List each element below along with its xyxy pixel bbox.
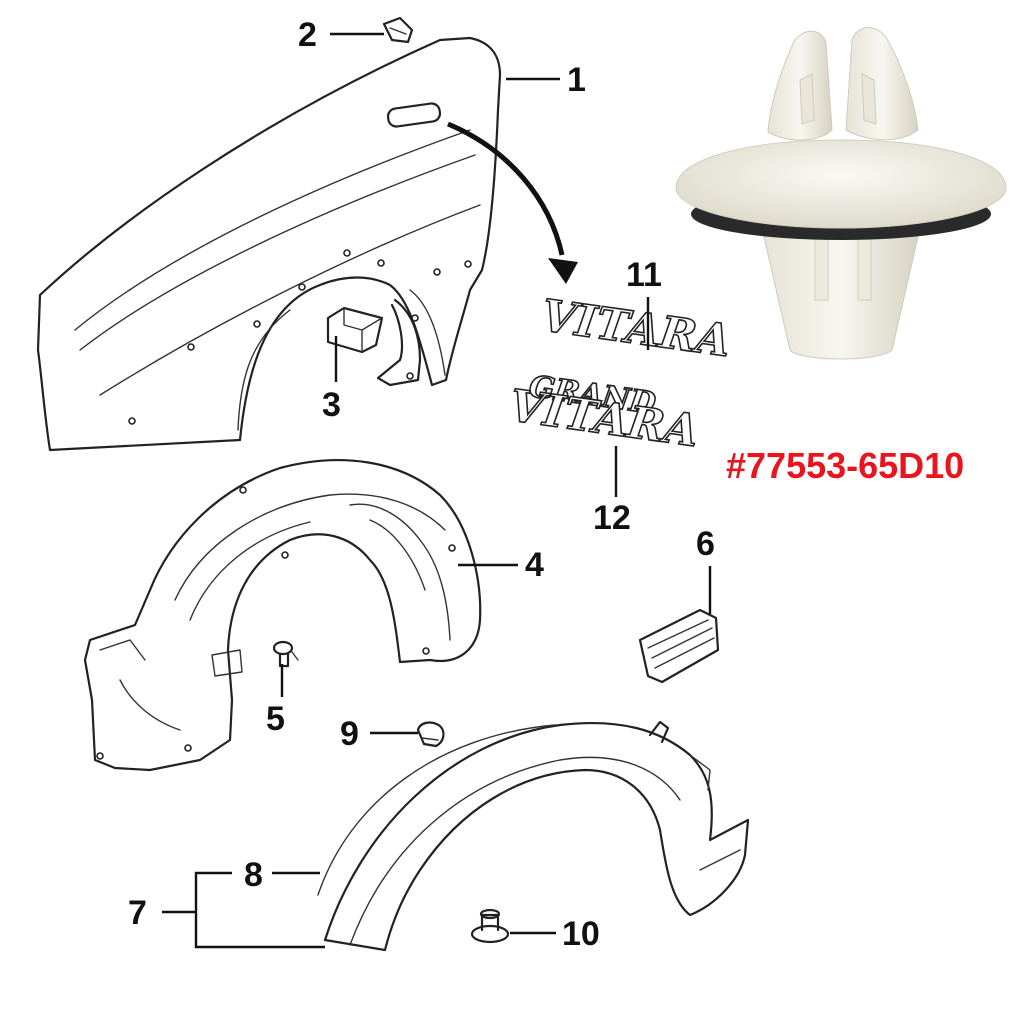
front-fender [36,36,502,452]
plastic-clip-photo [675,27,1007,360]
callout-5: 5 [266,700,285,738]
callout-6: 6 [696,525,715,563]
callout-1: 1 [567,61,586,99]
callout-9: 9 [340,715,359,753]
inner-fender-liner [83,459,482,772]
flare-fastener [470,908,510,944]
callout-8: 8 [244,856,263,894]
callout-2: 2 [298,16,317,54]
leader-lines [162,32,712,949]
callout-7: 7 [128,894,147,932]
side-garnish [638,608,720,684]
part-number-label: #77553-65D10 [726,445,964,486]
callout-3: 3 [322,386,341,424]
callout-11: 11 [626,256,662,294]
push-clip [416,721,445,748]
wheel-arch-flare [317,720,750,952]
install-arrow [447,121,578,284]
vitara-emblem: VITARA [538,290,735,369]
callout-4: 4 [525,546,544,584]
callout-12: 12 [593,499,631,537]
liner-screw-clip [272,640,299,668]
fender-clip [382,16,414,44]
callout-numbers: 2 1 3 11 12 4 6 5 9 8 7 10 [128,16,715,953]
grand-vitara-emblem: GRAND VITARA [506,368,703,458]
callout-10: 10 [562,915,600,953]
vitara-emblem-text: VITARA [538,290,733,367]
fender-spacer-block [326,306,384,354]
